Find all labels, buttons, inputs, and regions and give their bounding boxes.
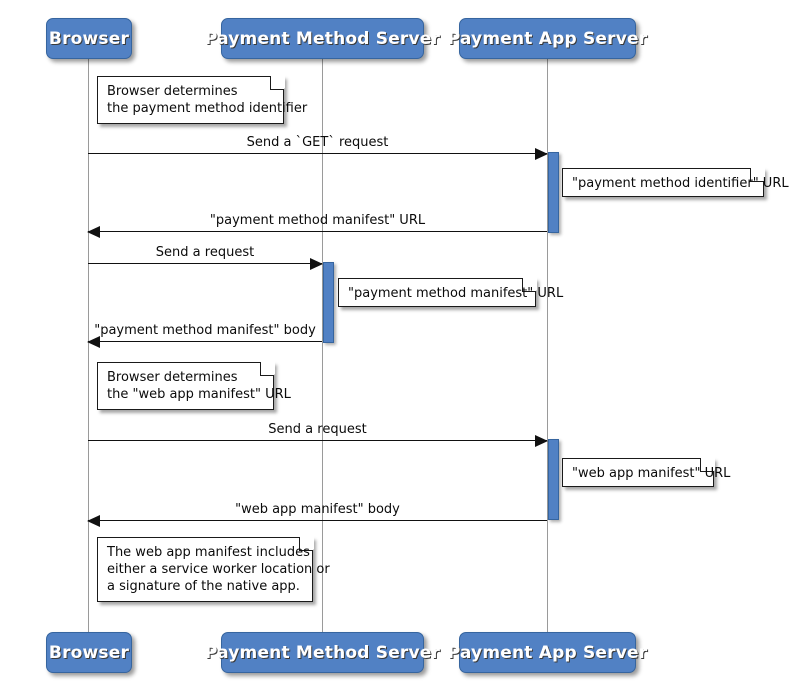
note-fold-corner-icon: [299, 537, 313, 551]
note-fold-corner-icon: [700, 458, 714, 472]
note-n1: Browser determines the payment method id…: [97, 75, 308, 124]
note-text: "payment method manifest" URL: [348, 286, 564, 301]
note-fold-corner-icon: [750, 168, 764, 182]
participant-footer-browser_footer[interactable]: Browser: [46, 632, 132, 673]
message-label: Send a `GET` request: [246, 135, 389, 150]
note-n6: The web app manifest includes either a s…: [97, 536, 330, 602]
note-text: "web app manifest" URL: [572, 466, 731, 481]
message-line: [88, 440, 547, 441]
note-text: Browser determines the "web app manifest…: [107, 370, 291, 402]
participant-label: Browser: [48, 28, 130, 49]
arrowhead-icon: [310, 258, 323, 270]
note-n5: "web app manifest" URL: [562, 457, 731, 487]
arrowhead-icon: [87, 226, 100, 238]
message-line: [88, 263, 322, 264]
activation-bar-pm_server: [323, 262, 334, 343]
arrowhead-icon: [87, 515, 100, 527]
message-label: "web app manifest" body: [235, 502, 400, 517]
message-line: [88, 520, 547, 521]
participant-label: Payment App Server: [447, 28, 648, 49]
participant-footer-pa_server_footer[interactable]: Payment App Server: [448, 632, 647, 673]
lifeline-pa_server: [547, 59, 548, 632]
message-label: Send a request: [155, 245, 255, 260]
participant-pm_server[interactable]: Payment Method Server: [205, 18, 440, 59]
note-fold-corner-icon: [260, 362, 274, 376]
participant-label: Payment Method Server: [204, 642, 441, 663]
note-text: "payment method identifier" URL: [572, 176, 789, 191]
note-n4: Browser determines the "web app manifest…: [97, 361, 291, 410]
message-label: Send a request: [268, 422, 367, 437]
message-label: "payment method manifest" URL: [209, 213, 426, 228]
note-n3: "payment method manifest" URL: [338, 277, 564, 307]
participant-label: Payment App Server: [447, 642, 648, 663]
message-label: "payment method manifest" body: [94, 323, 316, 338]
participant-footer-pm_server_footer[interactable]: Payment Method Server: [205, 632, 440, 673]
participant-label: Browser: [48, 642, 130, 663]
note-n2: "payment method identifier" URL: [562, 167, 789, 197]
message-line: [88, 153, 547, 154]
activation-bar-pa_server: [548, 439, 559, 520]
note-fold-corner-icon: [270, 76, 284, 90]
arrowhead-icon: [535, 148, 548, 160]
note-text: Browser determines the payment method id…: [107, 84, 308, 116]
participant-label: Payment Method Server: [204, 28, 441, 49]
message-line: [88, 341, 322, 342]
participant-browser[interactable]: Browser: [46, 18, 132, 59]
arrowhead-icon: [87, 336, 100, 348]
message-line: [88, 231, 547, 232]
note-fold-corner-icon: [522, 278, 536, 292]
note-text: The web app manifest includes either a s…: [107, 545, 330, 594]
participant-pa_server[interactable]: Payment App Server: [448, 18, 647, 59]
activation-bar-pa_server: [548, 152, 559, 233]
arrowhead-icon: [535, 435, 548, 447]
lifeline-pm_server: [322, 59, 323, 632]
